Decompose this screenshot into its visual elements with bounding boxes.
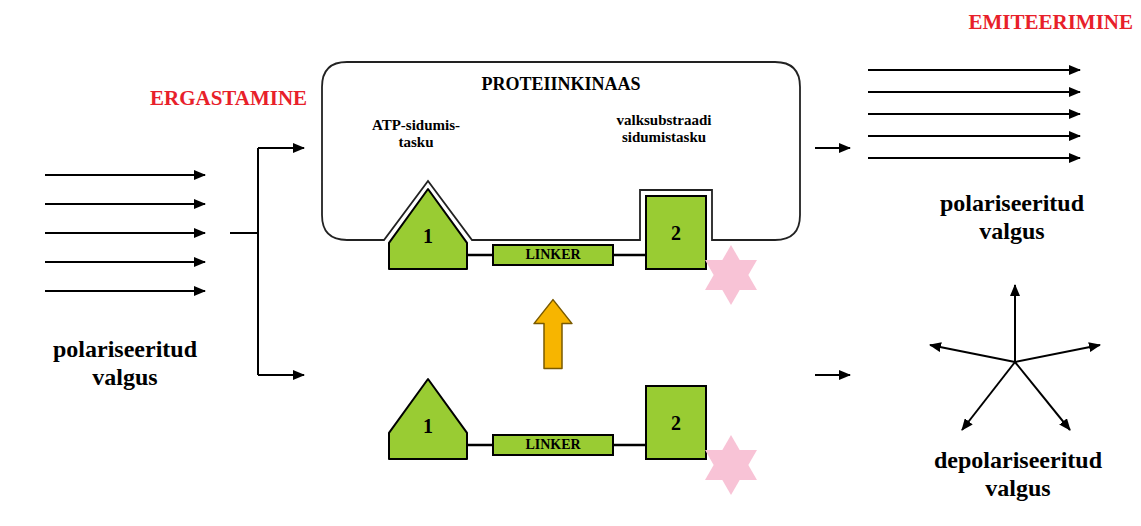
linker-bond [468,255,492,256]
linker-bond [614,445,645,446]
atp-domain: 1 [388,378,468,460]
emitted-depolarized [930,285,1100,430]
linker-box: LINKER [492,244,614,266]
emitted-polarized [868,70,1080,158]
fluorophore-star [645,385,767,520]
fluorophore-star [645,195,767,330]
incident-light [45,175,205,291]
domain-number: 2 [671,413,681,433]
linker-label: LINKER [525,248,580,262]
substrate-domain: 2 [645,385,707,460]
domain-number: 1 [388,225,468,248]
enzyme-title: PROTEIINKINAAS [322,74,800,95]
excitation-title: ERGASTAMINE [150,86,307,110]
pocket-label: valksubstraadi sidumistasku [602,112,726,147]
conformation-arrow [534,300,572,369]
linker-bond [614,255,645,256]
kinase-box: PROTEIINKINAAS ATP-sidumis- tasku valksubs… [322,62,800,240]
emission-title: EMITEERIMINE [968,10,1133,34]
light-label: depolariseeritud valgus [912,447,1124,502]
linker-box: LINKER [492,434,614,456]
atp-domain: 1 [388,188,468,270]
light-label: polariseeritud valgus [25,336,225,391]
light-label: polariseeritud valgus [912,190,1112,245]
domain-number: 1 [388,415,468,438]
linker-label: LINKER [525,438,580,452]
pocket-label: ATP-sidumis- tasku [362,117,470,152]
substrate-domain: 2 [645,195,707,270]
linker-bond [468,445,492,446]
domain-number: 2 [671,223,681,243]
